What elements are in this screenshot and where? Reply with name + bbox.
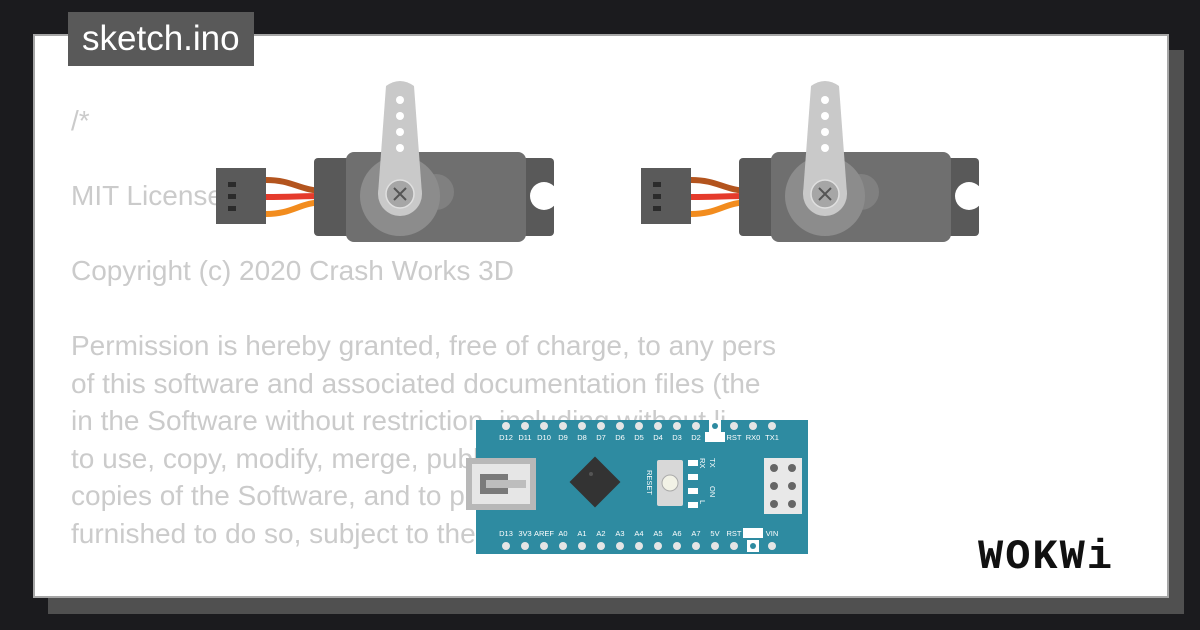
bottom-pin-label: A5 — [653, 529, 662, 538]
bottom-pin-label: A0 — [558, 529, 567, 538]
bottom-pin-hole[interactable] — [597, 542, 605, 550]
bottom-pin-label: A6 — [672, 529, 681, 538]
bottom-pin-label: A1 — [577, 529, 586, 538]
bottom-pin-hole[interactable] — [711, 542, 719, 550]
bottom-pin-hole[interactable] — [673, 542, 681, 550]
bottom-pin-hole[interactable] — [768, 542, 776, 550]
top-pin-label: D8 — [577, 433, 587, 442]
bottom-pin-hole[interactable] — [578, 542, 586, 550]
top-pin-label: D5 — [634, 433, 644, 442]
servo-horn — [803, 81, 847, 216]
led-label-tx: TX — [708, 458, 717, 468]
top-pin-label: D9 — [558, 433, 568, 442]
servo-1[interactable] — [214, 76, 564, 246]
status-leds — [688, 460, 698, 508]
bottom-pin-hole[interactable] — [521, 542, 529, 550]
top-pin-label: D3 — [672, 433, 682, 442]
top-pin-hole[interactable] — [749, 422, 757, 430]
servo-horn — [378, 81, 422, 216]
top-pin-hole[interactable] — [616, 422, 624, 430]
icsp-header — [764, 458, 802, 514]
bottom-pin-hole[interactable] — [692, 542, 700, 550]
servo-connector — [216, 168, 266, 224]
top-pin-label: D11 — [518, 433, 531, 442]
bottom-pin-holes — [502, 540, 776, 552]
led-label-rx: RX — [698, 458, 707, 468]
microcontroller-chip — [569, 456, 621, 508]
top-gnd-label-bg — [705, 432, 725, 442]
usb-connector — [466, 458, 536, 510]
bottom-pin-label: 5V — [710, 529, 719, 538]
bottom-pin-hole[interactable] — [654, 542, 662, 550]
bottom-pin-hole[interactable] — [635, 542, 643, 550]
bottom-pin-hole[interactable] — [502, 542, 510, 550]
top-pin-hole[interactable] — [768, 422, 776, 430]
top-pin-label: D7 — [596, 433, 606, 442]
top-pin-label: RST — [727, 433, 742, 442]
bottom-pin-label: GND — [745, 529, 762, 538]
bottom-pin-hole[interactable] — [616, 542, 624, 550]
wokwi-logo: WOKWi — [978, 533, 1115, 581]
top-pin-hole[interactable] — [692, 422, 700, 430]
top-pin-label: D6 — [615, 433, 625, 442]
led-label-on: ON — [708, 486, 717, 497]
bottom-pin-hole[interactable] — [540, 542, 548, 550]
bottom-pin-label: VIN — [766, 529, 779, 538]
bottom-pin-hole[interactable] — [559, 542, 567, 550]
file-tab[interactable]: sketch.ino — [68, 12, 254, 66]
reset-label: RESET — [645, 470, 654, 495]
bottom-pin-label: A7 — [691, 529, 700, 538]
top-pin-hole[interactable] — [654, 422, 662, 430]
top-pin-hole[interactable] — [597, 422, 605, 430]
bottom-pin-label: A4 — [634, 529, 643, 538]
servo-connector — [641, 168, 691, 224]
servo-body — [739, 152, 983, 242]
top-pin-label: GND — [707, 433, 724, 442]
servo-2[interactable] — [639, 76, 989, 246]
bottom-pin-hole[interactable] — [750, 543, 756, 549]
top-pin-label: D2 — [691, 433, 701, 442]
bottom-pin-label: A3 — [615, 529, 624, 538]
bottom-gnd-label-bg — [743, 528, 763, 538]
bottom-pin-label: 3V3 — [518, 529, 531, 538]
top-pin-hole[interactable] — [673, 422, 681, 430]
bottom-pin-label: D13 — [499, 529, 513, 538]
top-pin-label: D4 — [653, 433, 663, 442]
top-pin-holes — [502, 420, 776, 432]
top-pin-hole[interactable] — [578, 422, 586, 430]
top-pin-label: RX0 — [746, 433, 761, 442]
top-pin-hole[interactable] — [502, 422, 510, 430]
top-pin-hole[interactable] — [559, 422, 567, 430]
top-pin-hole[interactable] — [521, 422, 529, 430]
top-pin-hole[interactable] — [730, 422, 738, 430]
top-pin-label: TX1 — [765, 433, 779, 442]
bottom-pin-label: AREF — [534, 529, 554, 538]
servo-body — [314, 152, 558, 242]
top-pin-hole[interactable] — [540, 422, 548, 430]
top-pin-hole[interactable] — [635, 422, 643, 430]
top-pin-label: D12 — [499, 433, 513, 442]
bottom-pin-hole[interactable] — [730, 542, 738, 550]
reset-button[interactable] — [657, 460, 683, 506]
top-pin-label: D10 — [537, 433, 551, 442]
bottom-pin-label: A2 — [596, 529, 605, 538]
top-pin-hole[interactable] — [712, 423, 718, 429]
bottom-pin-label: RST — [727, 529, 742, 538]
led-label-l: L — [698, 500, 707, 504]
